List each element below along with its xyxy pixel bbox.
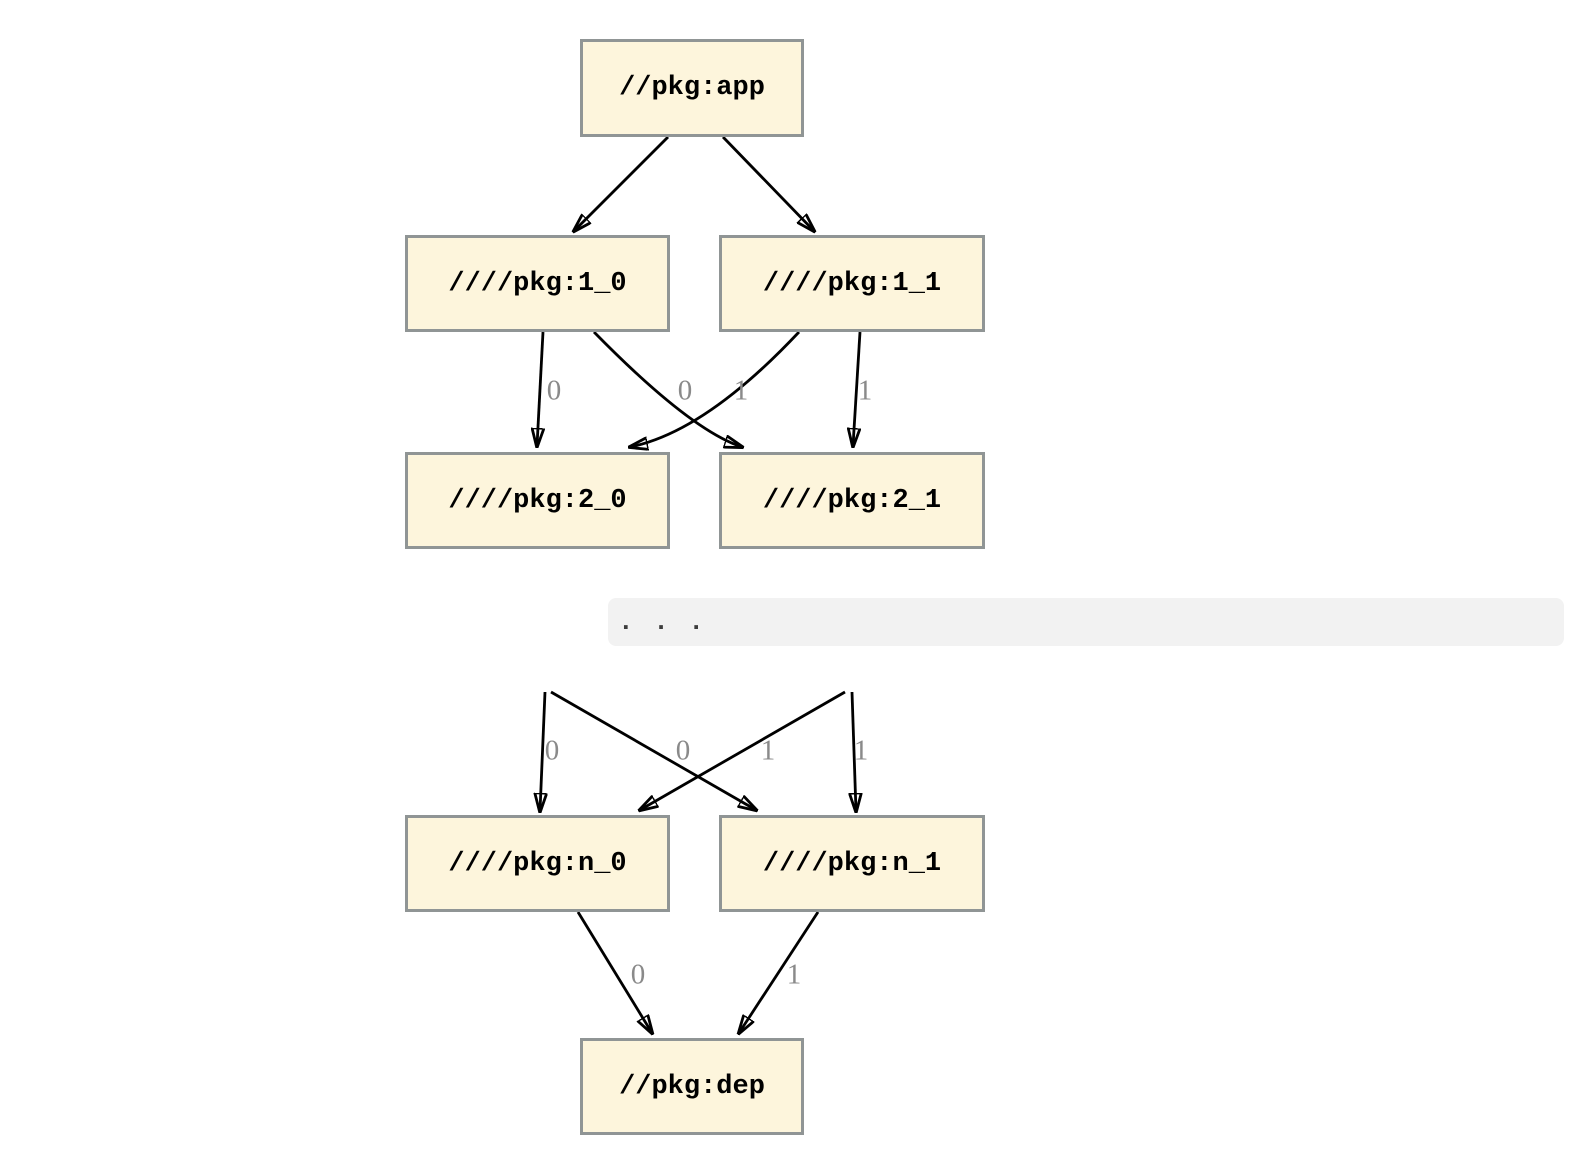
edge-label-dots-to-n-1-right: 1 [853,734,869,767]
node-pkg-app-label: //pkg:app [619,73,765,103]
edge-label-n-1-to-dep: 1 [786,958,802,991]
edge-1-0-to-2-0 [537,331,543,446]
node-pkg-n-1-label: ////pkg:n_1 [762,848,942,879]
edge-1-1-to-2-1 [853,331,862,446]
ellipsis-band: . . . [608,598,1564,646]
edge-n-1-to-dep [739,911,820,1033]
edge-label-1-0-to-2-1: 1 [733,374,749,407]
node-pkg-1-0: ////pkg:1_0 [405,235,670,332]
edge-1-0-to-2-1 [592,331,742,447]
node-pkg-2-1: ////pkg:2_1 [719,452,985,549]
edge-n-0-to-dep [576,911,652,1033]
edge-label-1-1-to-2-0: 0 [677,374,693,407]
node-pkg-2-0-label: ////pkg:2_0 [448,485,627,516]
node-pkg-1-0-label: ////pkg:1_0 [448,268,627,299]
node-pkg-app: //pkg:app [580,39,804,137]
node-pkg-2-1-label: ////pkg:2_1 [762,485,942,516]
node-pkg-2-0: ////pkg:2_0 [405,452,670,549]
edge-dots-to-n-1-diag [550,690,756,810]
edge-1-1-to-2-0 [630,331,801,447]
node-pkg-1-1-label: ////pkg:1_1 [762,268,942,299]
node-pkg-n-1: ////pkg:n_1 [719,815,985,912]
edge-label-dots-to-n-0-left: 0 [544,734,560,767]
edge-label-1-1-to-2-1: 1 [857,374,873,407]
edge-app-to-1-0 [574,136,669,231]
edge-label-n-0-to-dep: 0 [630,958,646,991]
edge-dots-to-n-1-cross [540,691,545,811]
edge-label-dots-to-n-1-mid: 1 [760,734,776,767]
node-pkg-n-0: ////pkg:n_0 [405,815,670,912]
edge-label-dots-to-n-0-mid: 0 [675,734,691,767]
node-pkg-dep-label: //pkg:dep [619,1071,765,1102]
ellipsis-dots: . . . [618,607,707,637]
edge-label-1-0-to-2-0: 0 [546,374,562,407]
edge-app-to-1-1 [721,136,814,231]
edge-dots-to-n-0-diag [640,690,846,810]
node-pkg-n-0-label: ////pkg:n_0 [448,848,627,879]
node-pkg-dep: //pkg:dep [580,1038,804,1135]
node-pkg-1-1: ////pkg:1_1 [719,235,985,332]
edge-dots-to-n-1-straight [852,691,856,811]
